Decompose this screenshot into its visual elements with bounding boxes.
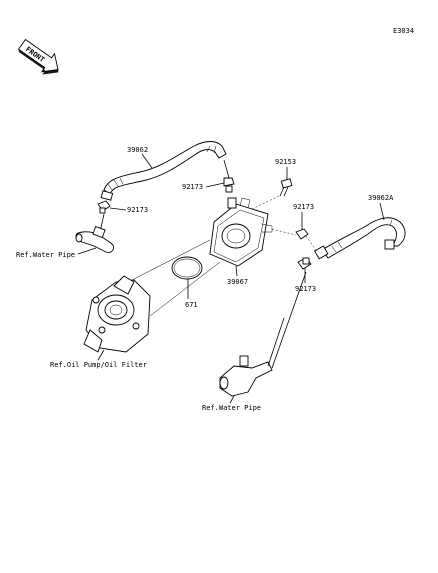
- label-ref-water-pipe-left: Ref.Water Pipe: [16, 251, 75, 259]
- clamp-lower: [297, 257, 312, 270]
- label-39062: 39062: [127, 146, 148, 154]
- hose-39062: [100, 141, 227, 201]
- water-pipe-left: [75, 213, 115, 253]
- diagram-code: E3034: [393, 27, 414, 35]
- oil-pump-housing: [83, 275, 151, 353]
- hose-39062A: [314, 217, 406, 260]
- water-pipe-bottom: [219, 271, 307, 397]
- label-92173-c: 92173: [293, 203, 314, 211]
- label-ref-water-pipe-bottom: Ref.Water Pipe: [202, 404, 261, 412]
- clamp-top: [223, 159, 235, 193]
- clamp-right: [295, 228, 309, 240]
- oring-671: [171, 256, 203, 280]
- front-arrow-icon: FRONT: [17, 38, 59, 75]
- label-92153: 92153: [275, 158, 296, 166]
- clamp-left: [97, 200, 111, 214]
- label-39067: 39067: [227, 278, 248, 286]
- bolt-92153: [279, 178, 293, 197]
- oil-cooler-39067: [209, 197, 273, 267]
- label-ref-oil-pump: Ref.Oil Pump/Oil Filter: [50, 361, 147, 369]
- label-92173-d: 92173: [295, 285, 316, 293]
- label-671: 671: [185, 301, 198, 309]
- label-39062A: 39062A: [368, 194, 394, 202]
- label-92173-b: 92173: [182, 183, 203, 191]
- label-92173-a: 92173: [127, 206, 148, 214]
